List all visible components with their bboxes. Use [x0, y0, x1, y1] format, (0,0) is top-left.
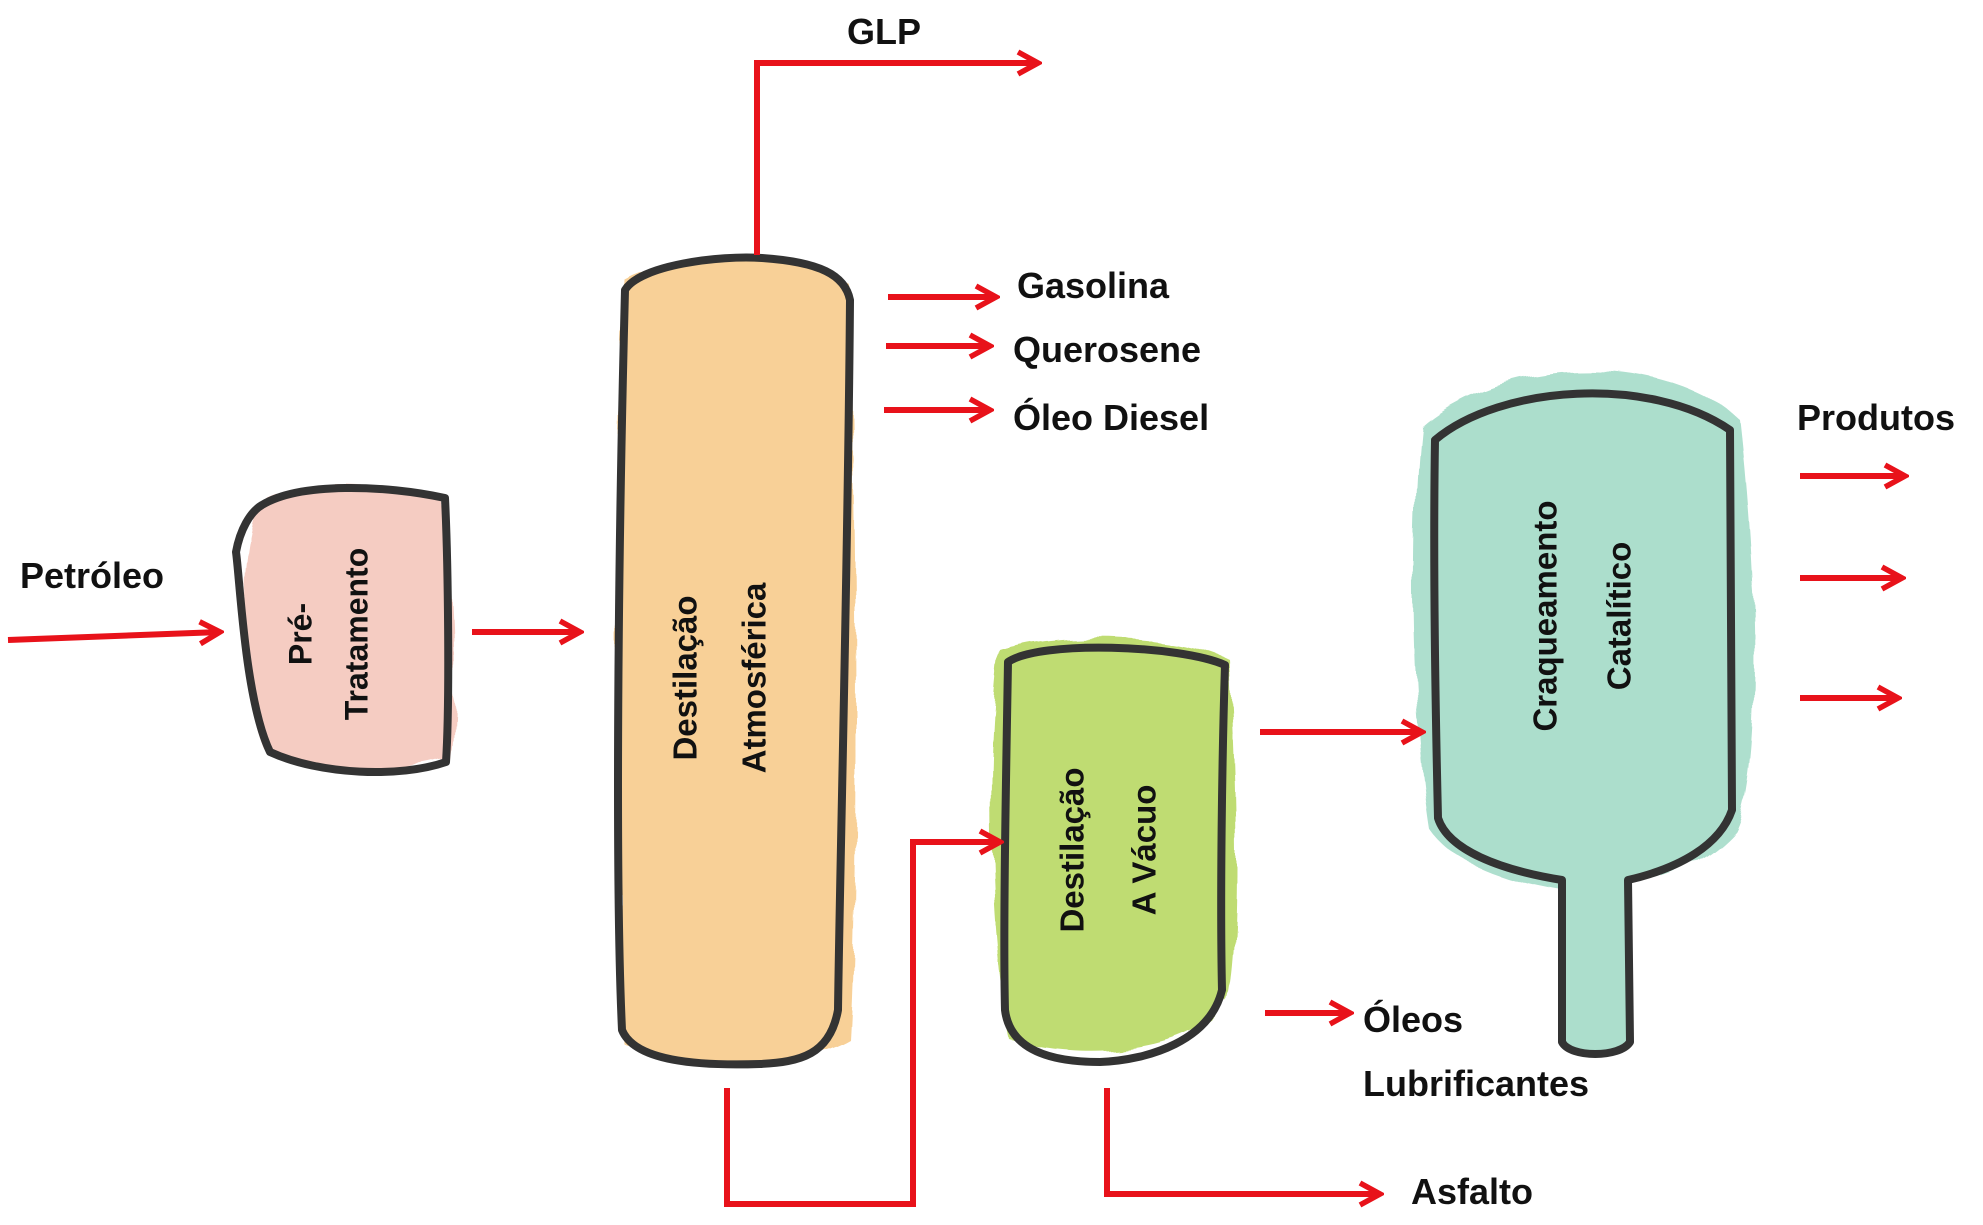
- destilacao-vacuo-unit: Destilação A Vácuo: [991, 637, 1237, 1066]
- label-produtos: Produtos: [1797, 397, 1955, 438]
- label-gasolina: Gasolina: [1017, 265, 1170, 306]
- atmosferica-wash: [617, 258, 856, 1064]
- arrow-atmosferica-to-vacuo: [724, 842, 1000, 1207]
- vacuo-outline: [1000, 643, 1229, 1066]
- destilacao-atmosferica-unit: Destilação Atmosférica: [614, 253, 856, 1069]
- label-glp: GLP: [847, 11, 921, 52]
- vacuo-label-line2: A Vácuo: [1126, 785, 1163, 916]
- craqueamento-catalitico-unit: Craqueamento Catalítico: [1413, 369, 1755, 1058]
- atmosferica-outline: [614, 253, 854, 1069]
- craqueamento-wash: [1413, 369, 1755, 1055]
- stream-labels: Petróleo GLP Gasolina Querosene Óleo Die…: [20, 11, 1955, 1212]
- pretratamento-outline: [232, 484, 453, 777]
- craqueamento-outline: [1430, 389, 1736, 1058]
- craqueamento-label-line2: Catalítico: [1601, 542, 1638, 691]
- label-petroleo: Petróleo: [20, 555, 164, 596]
- label-oleos-lubrificantes-line2: Lubrificantes: [1363, 1063, 1589, 1104]
- flow-arrows: [7, 63, 1905, 1207]
- arrow-petroleo-in: [7, 632, 220, 640]
- arrow-glp: [754, 63, 1038, 255]
- label-oleo-diesel: Óleo Diesel: [1013, 396, 1209, 438]
- craqueamento-label-line1: Craqueamento: [1527, 500, 1564, 731]
- atmosferica-label-line2: Atmosférica: [736, 582, 773, 773]
- vacuo-wash: [991, 637, 1237, 1051]
- vacuo-label-line1: Destilação: [1054, 767, 1091, 932]
- pretratamento-unit: Pré- Tratamento: [232, 484, 455, 777]
- pretratamento-wash: [245, 484, 455, 771]
- label-oleos-lubrificantes-line1: Óleos: [1363, 998, 1463, 1040]
- arrow-asfalto: [1104, 1088, 1380, 1194]
- label-querosene: Querosene: [1013, 329, 1201, 370]
- label-asfalto: Asfalto: [1411, 1171, 1533, 1212]
- pretratamento-label-line1: Pré-: [282, 603, 318, 665]
- pretratamento-label-line2: Tratamento: [338, 548, 374, 720]
- atmosferica-label-line1: Destilação: [667, 595, 704, 760]
